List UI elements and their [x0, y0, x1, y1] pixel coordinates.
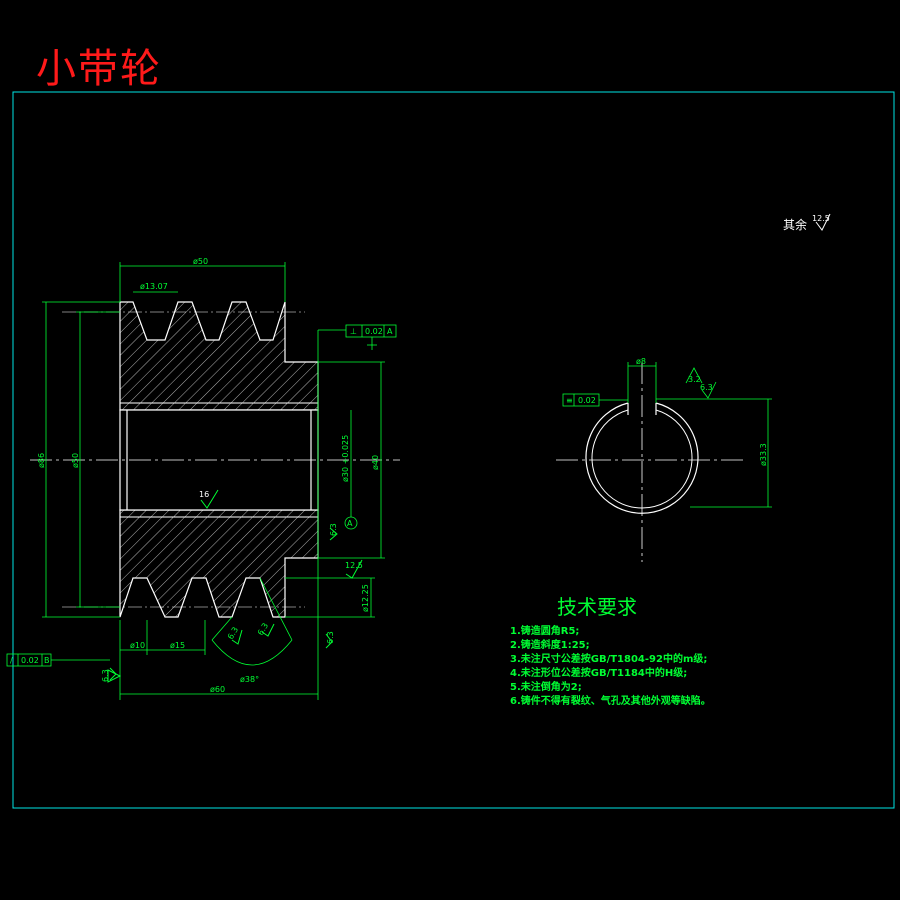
dim-hub-od: ø40 [371, 455, 380, 470]
roughness-r63-left: 6.3 [101, 669, 110, 682]
dim-keyway-depth: ø33.3 [759, 443, 768, 466]
dim-keyway-width: ø8 [636, 357, 646, 366]
sym-symbol: ≡ [566, 396, 573, 405]
surface-finish-icon [815, 213, 831, 231]
requirement-3: 3.未注尺寸公差按GB/T1804-92中的m级; [510, 652, 707, 665]
dim-groove-angle: ø38° [240, 675, 259, 684]
perp-datum: A [387, 327, 393, 336]
drawing-frame [12, 91, 895, 809]
roughness-r63d: 6.3 [256, 621, 270, 637]
runout-value: 0.02 [21, 656, 39, 665]
dim-bore: ø30 +0.025 [341, 435, 350, 482]
roughness-r125: 12.5 [345, 561, 363, 570]
datum-a-marker [344, 510, 358, 530]
runout-datum: B [44, 656, 50, 665]
upper-rim-section [119, 301, 319, 411]
roughness-r32: 3.2 [688, 375, 701, 384]
runout-frame [6, 653, 110, 667]
perp-symbol: ⊥ [350, 327, 357, 336]
sym-value: 0.02 [578, 396, 596, 405]
perp-value: 0.02 [365, 327, 383, 336]
requirement-1: 1.铸造圆角R5; [510, 624, 579, 637]
bore [119, 409, 319, 511]
pulley-end-view [556, 362, 744, 562]
requirement-6: 6.铸件不得有裂纹、气孔及其他外观等缺陷。 [510, 694, 711, 707]
roughness-symbols-section [107, 489, 363, 683]
dim-dia-left-outer: ø86 [37, 453, 46, 468]
dim-groove-top: ø13.07 [140, 282, 168, 291]
roughness-r63c: 6.3 [226, 625, 240, 641]
roughness-r63e: 6.3 [326, 631, 335, 644]
section-dimensions [42, 262, 385, 700]
runout-symbol: / [10, 656, 13, 665]
perpendicularity-frame [345, 324, 397, 350]
requirements-heading: 技术要求 [557, 595, 637, 619]
end-view-dimensions [562, 362, 772, 508]
pulley-section-view [30, 301, 400, 618]
requirement-2: 2.铸造斜度1:25; [510, 638, 590, 651]
drawing-title: 小带轮 [36, 46, 162, 92]
dim-od-outer: ø50 [193, 257, 208, 266]
requirement-5: 5.未注倒角为2; [510, 680, 582, 693]
dim-width-10: ø10 [130, 641, 145, 650]
datum-a-label: A [347, 519, 353, 528]
surface-finish-value: 12.5 [812, 214, 830, 223]
dim-width-15: ø15 [170, 641, 185, 650]
roughness-bore: 16 [199, 490, 209, 499]
requirement-4: 4.未注形位公差按GB/T1184中的H级; [510, 666, 687, 679]
surface-finish-label: 其余 [783, 217, 807, 232]
lower-rim-section [119, 509, 319, 618]
dim-dia-left-inner: ø50 [71, 453, 80, 468]
dim-groove-depth: ø12.25 [361, 584, 370, 612]
roughness-r63-key: 6.3 [700, 383, 713, 392]
dim-total-width: ø60 [210, 685, 225, 694]
roughness-r63b: 6.3 [329, 523, 338, 536]
